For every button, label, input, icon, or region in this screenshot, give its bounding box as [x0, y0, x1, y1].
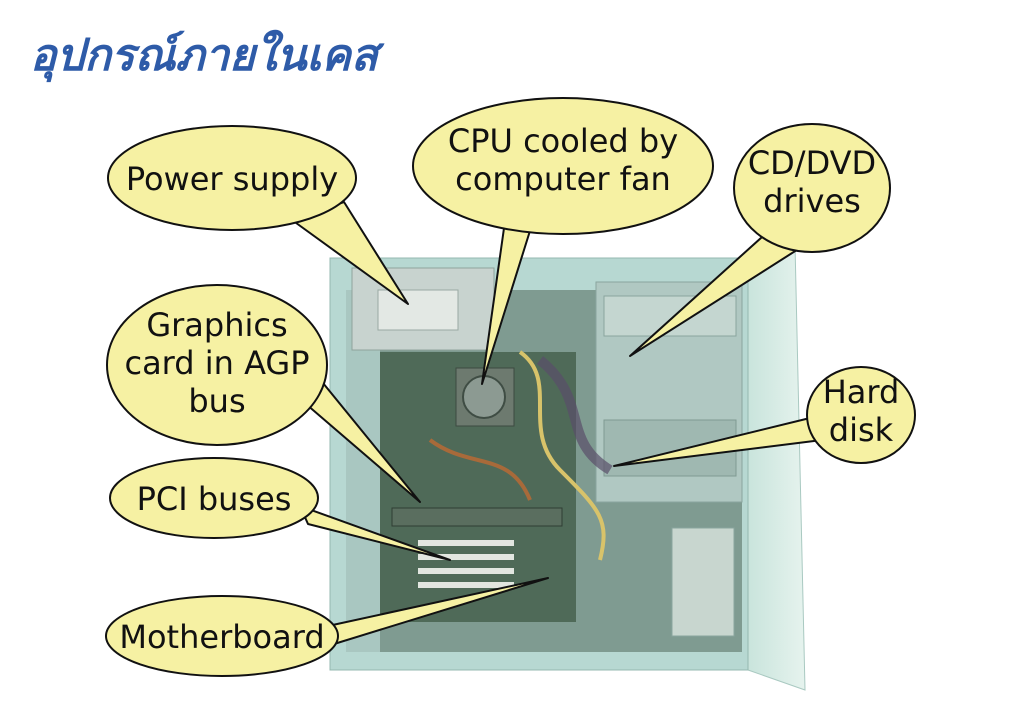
pci-slot [418, 554, 514, 560]
computer-case [329, 243, 806, 691]
pci-buses-label-text: PCI buses [137, 480, 292, 518]
psu-bay-lower [671, 527, 735, 637]
cable-bundle [428, 438, 532, 501]
power-supply-label-text: Power supply [126, 160, 338, 198]
case-side-panel [747, 243, 806, 691]
agp-graphics-card [391, 507, 563, 527]
power-supply-label [377, 289, 459, 331]
cpu-callout [412, 97, 714, 235]
cable-bundle [536, 356, 613, 475]
cable-bundle [518, 350, 606, 561]
callout-pointers [291, 201, 823, 645]
cd-dvd-callout [733, 123, 891, 253]
cpu-fan [462, 375, 506, 419]
pci-slot [418, 582, 514, 588]
hard-disk-callout [806, 366, 916, 464]
motherboard-callout [105, 595, 339, 677]
pci-slot [418, 540, 514, 546]
motherboard-label-text: Motherboard [119, 618, 324, 656]
graphics-card-callout [106, 284, 328, 446]
slide-title: อุปกรณ์ภายในเคส [30, 30, 378, 81]
power-supply-callout [107, 125, 357, 231]
pci-slot [418, 568, 514, 574]
pci-buses-callout [109, 457, 319, 539]
callout-ellipses [105, 97, 916, 677]
